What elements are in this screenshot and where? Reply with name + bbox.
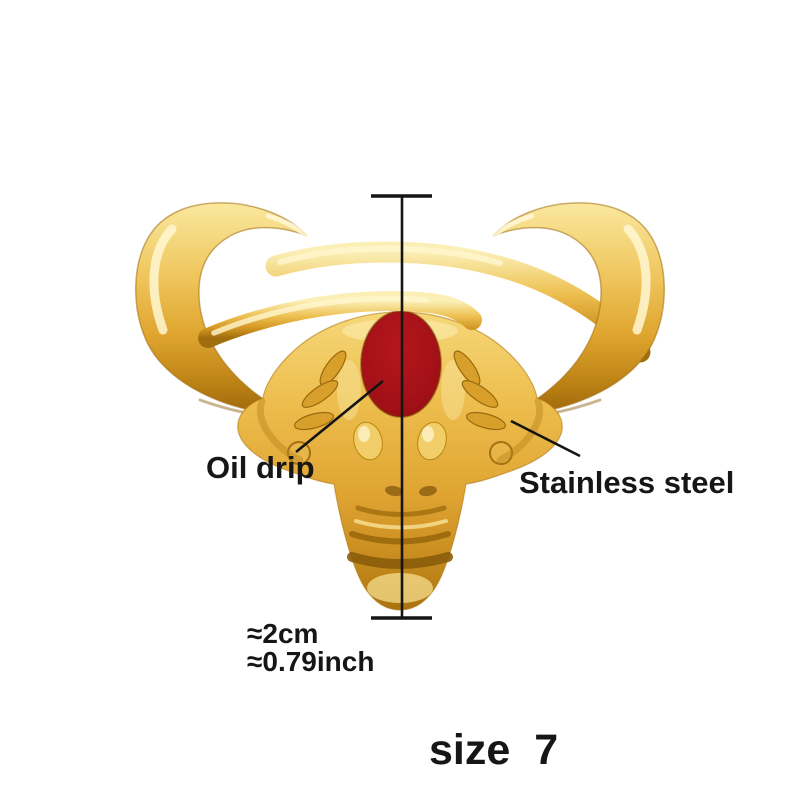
- height-inch-label: ≈0.79inch: [247, 646, 375, 677]
- stainless-steel-leader-line: [510, 419, 581, 458]
- annotation-lines: [295, 194, 581, 620]
- height-cm-label: ≈2cm: [247, 618, 319, 649]
- oil-drip-label: Oil drip: [206, 450, 315, 485]
- stainless-steel-label: Stainless steel: [519, 465, 735, 500]
- leaf-engraving-right: [453, 350, 507, 431]
- cheek-curl-left: [287, 441, 311, 465]
- leaf-engraving-left: [293, 350, 347, 431]
- oil-drip-leader-line: [295, 379, 384, 454]
- size-word: size: [429, 726, 511, 774]
- bull-head: [237, 310, 563, 611]
- ring-size-label: size 7: [429, 729, 558, 772]
- cheek-curl-right: [489, 441, 513, 465]
- size-value: 7: [534, 726, 559, 774]
